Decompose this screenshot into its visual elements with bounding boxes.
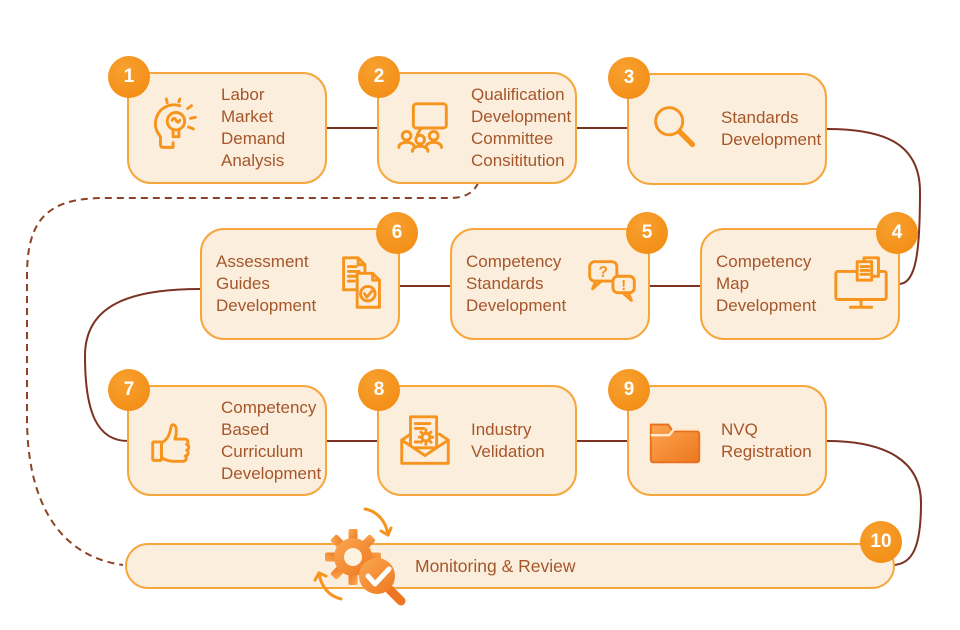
step-label: Labor Market Demand Analysis (221, 85, 286, 170)
folder-icon (643, 409, 707, 473)
step-number-badge: 10 (860, 521, 902, 563)
step-number-badge: 3 (608, 57, 650, 99)
monitoring-review-label: Monitoring & Review (415, 556, 576, 576)
step-number: 5 (641, 222, 653, 243)
monitor-documents-icon (830, 252, 894, 316)
step-card-8: 8 Industry Velidation (358, 369, 577, 496)
step-number-badge: 6 (376, 212, 418, 254)
committee-presentation-icon (393, 96, 457, 160)
step-number: 3 (623, 67, 635, 88)
step-card-9: 9 NVQ Registration (608, 369, 827, 496)
gear-magnifier-icon (295, 495, 420, 620)
step-number: 8 (373, 379, 385, 400)
step-number: 7 (123, 379, 135, 400)
step-number-badge: 1 (108, 56, 150, 98)
step-label: Competency Based Curriculum Development (221, 397, 322, 483)
step-label: Qualification Development Committee Cons… (471, 85, 572, 170)
envelope-document-icon (393, 409, 457, 473)
idea-head-icon (143, 96, 207, 160)
step-number: 6 (391, 222, 403, 243)
svg-text:!: ! (621, 278, 626, 294)
step-number: 10 (870, 531, 892, 552)
step-number-badge: 4 (876, 212, 918, 254)
step-card-4: 4 Competency Map Development (700, 212, 918, 340)
chat-bubbles-icon: ? ! (580, 252, 644, 316)
feedback-dashed-line (26, 182, 479, 566)
step-label: Assessment Guides Development (216, 252, 317, 315)
step-card-3: 3 Standards Development (608, 57, 827, 185)
step-card-5: 5 Competency Standards Development ? ! (450, 212, 668, 340)
documents-check-icon (330, 252, 394, 316)
step-label: Competency Map Development (716, 252, 817, 315)
step-number: 4 (891, 222, 903, 243)
step-number: 9 (623, 379, 635, 400)
step-card-6: 6 Assessment Guides Development (200, 212, 418, 340)
step-card-2: 2 Qualification Development Committee Co… (358, 56, 577, 184)
monitoring-review-bar: Monitoring & Review (125, 543, 895, 589)
connector-6-7 (83, 288, 201, 442)
step-number-badge: 2 (358, 56, 400, 98)
connector-3-4 (826, 128, 922, 285)
thumbs-up-icon (143, 409, 207, 473)
step-number: 2 (373, 66, 385, 87)
step-number-badge: 9 (608, 369, 650, 411)
step-label: Standards Development (721, 108, 822, 149)
step-number-badge: 5 (626, 212, 668, 254)
step-number-badge: 8 (358, 369, 400, 411)
connector-9-10 (826, 440, 923, 566)
step-card-7: 7 Competency Based Curriculum Developmen… (108, 369, 327, 496)
step-number: 1 (123, 66, 135, 87)
step-number-badge: 7 (108, 369, 150, 411)
step-card-1: 1 Labor Market Demand Analysis (108, 56, 327, 184)
step-label: Industry Velidation (471, 419, 545, 461)
step-label: Competency Standards Development (466, 252, 567, 315)
step-label: NVQ Registration (721, 419, 812, 461)
svg-text:?: ? (599, 264, 608, 281)
magnifier-icon (643, 97, 707, 161)
